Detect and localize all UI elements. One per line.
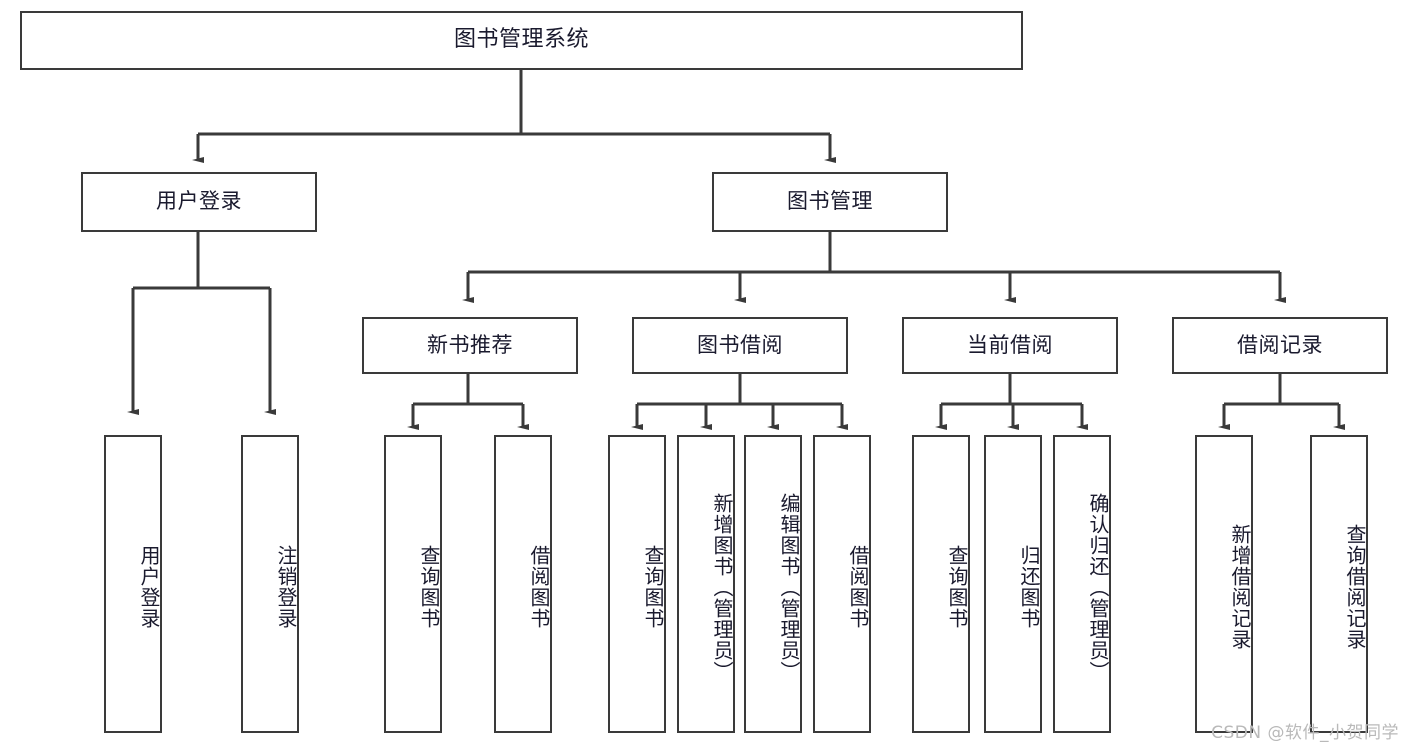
node-label: 借阅图书 (846, 545, 870, 629)
node-label: 新增借阅记录 (1228, 524, 1252, 650)
node-label: 注销登录 (274, 545, 298, 629)
node-new-book-recommendation[interactable]: 新书推荐 (362, 317, 578, 374)
node-label: 新书推荐 (427, 332, 513, 357)
leaf-edit-book-admin[interactable]: 编辑图书（管理员） (744, 435, 802, 733)
leaf-query-books-newbook[interactable]: 查询图书 (384, 435, 442, 733)
node-label: 借阅图书 (527, 545, 551, 629)
node-root-book-management-system[interactable]: 图书管理系统 (20, 11, 1023, 70)
watermark-csdn: CSDN @软件_小贺同学 (1211, 723, 1399, 743)
node-label: 查询图书 (417, 545, 441, 629)
leaf-user-login[interactable]: 用户登录 (104, 435, 162, 733)
leaf-query-books-current[interactable]: 查询图书 (912, 435, 970, 733)
node-label: 确认归还（管理员） (1086, 492, 1110, 682)
leaf-add-borrow-record[interactable]: 新增借阅记录 (1195, 435, 1253, 733)
node-label: 归还图书 (1017, 545, 1041, 629)
leaf-borrow-books[interactable]: 借阅图书 (813, 435, 871, 733)
node-borrow-records[interactable]: 借阅记录 (1172, 317, 1388, 374)
node-label: 新增图书（管理员） (710, 492, 734, 682)
leaf-return-books[interactable]: 归还图书 (984, 435, 1042, 733)
leaf-borrow-books-newbook[interactable]: 借阅图书 (494, 435, 552, 733)
node-book-management[interactable]: 图书管理 (712, 172, 948, 232)
leaf-add-book-admin[interactable]: 新增图书（管理员） (677, 435, 735, 733)
node-label: 图书管理 (787, 189, 873, 214)
node-label: 查询借阅记录 (1343, 524, 1367, 650)
node-label: 编辑图书（管理员） (777, 492, 801, 682)
node-label: 查询图书 (641, 545, 665, 629)
node-label: 查询图书 (945, 545, 969, 629)
leaf-query-books-borrow[interactable]: 查询图书 (608, 435, 666, 733)
leaf-query-borrow-record[interactable]: 查询借阅记录 (1310, 435, 1368, 733)
node-label: 用户登录 (156, 189, 242, 214)
node-label: 用户登录 (137, 545, 161, 629)
node-current-borrowing[interactable]: 当前借阅 (902, 317, 1118, 374)
node-book-borrowing[interactable]: 图书借阅 (632, 317, 848, 374)
leaf-confirm-return-admin[interactable]: 确认归还（管理员） (1053, 435, 1111, 733)
leaf-logout[interactable]: 注销登录 (241, 435, 299, 733)
node-label: 图书管理系统 (453, 27, 589, 53)
node-user-login[interactable]: 用户登录 (81, 172, 317, 232)
node-label: 当前借阅 (967, 332, 1053, 357)
node-label: 借阅记录 (1237, 332, 1323, 357)
node-label: 图书借阅 (697, 332, 783, 357)
